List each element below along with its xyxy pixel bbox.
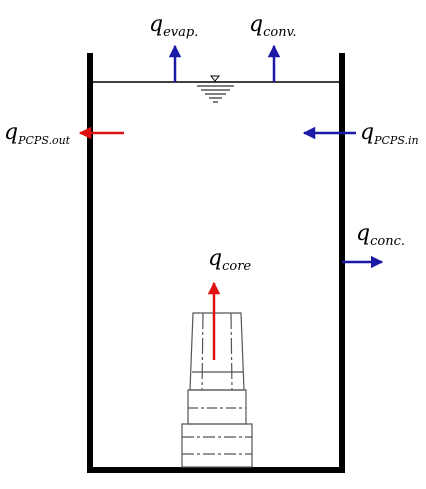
core-label: qcore (208, 246, 251, 274)
fuel-assembly (181, 312, 253, 468)
evap-label: qevap. (149, 12, 198, 40)
water-level-icon (197, 75, 234, 103)
pool-left-wall (87, 53, 93, 473)
pcps-in-label: qPCPS.in (360, 120, 419, 147)
conv-label: qconv. (249, 12, 297, 40)
pool-bottom-wall (87, 467, 345, 473)
pcps-out-label: qPCPS.out (4, 120, 71, 147)
conc-label: qconc. (356, 221, 405, 249)
